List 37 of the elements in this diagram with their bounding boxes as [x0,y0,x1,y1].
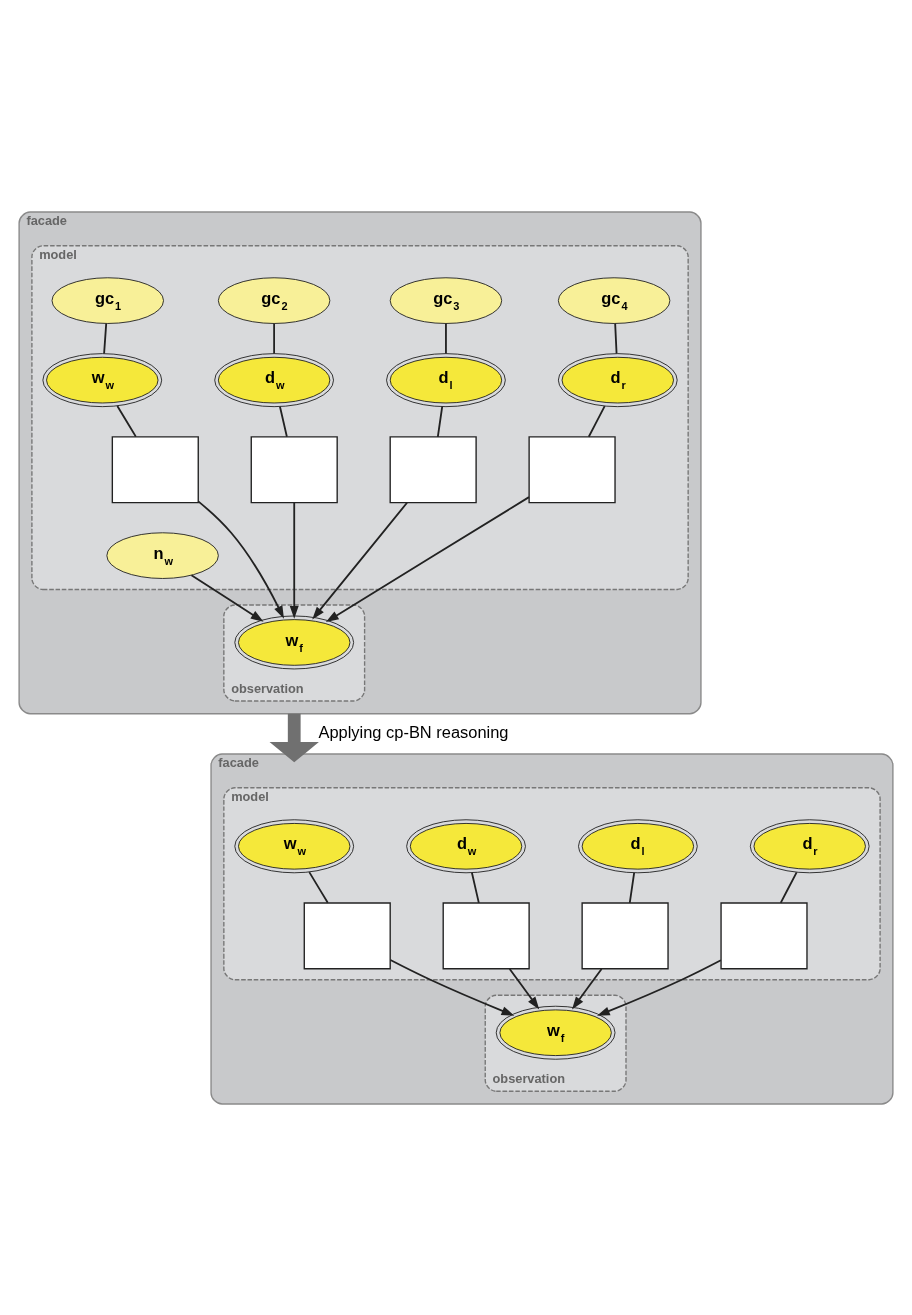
connector [445,322,447,354]
node-box [303,901,391,969]
connector [308,870,329,904]
arrow [389,958,515,1016]
arrow [572,967,603,1009]
arrow [269,713,319,762]
arrow [289,501,299,619]
connector [628,871,636,904]
node-box [528,435,616,503]
node-ellipse: w$_{w}$ [42,352,163,407]
node-box [389,435,477,503]
arrow [312,501,408,619]
node-ellipse: n$_{w}$ [106,531,219,579]
arrow [596,958,722,1016]
node-ellipse: gc$_{1}$ [51,276,164,324]
node-box [720,901,808,969]
node-box [250,435,338,503]
connector [436,405,444,438]
edge-label: Applying cp-BN reasoning [318,722,509,741]
connector [116,404,137,437]
node-box [442,901,530,969]
connector [471,871,480,904]
connector [779,870,798,904]
arrow [197,499,284,619]
connector [103,322,108,354]
connector [273,322,276,354]
arrow [190,573,264,622]
node-ellipse: gc$_{3}$ [389,276,503,324]
node-ellipse: d$_{r}$ [557,352,678,407]
node-box [111,435,199,503]
node-box [581,901,669,969]
connector [587,404,606,438]
connector [614,322,618,354]
arrow [325,495,530,622]
node-ellipse: gc$_{2}$ [217,276,331,324]
node-ellipse: gc$_{4}$ [557,276,671,324]
connector [279,405,288,438]
